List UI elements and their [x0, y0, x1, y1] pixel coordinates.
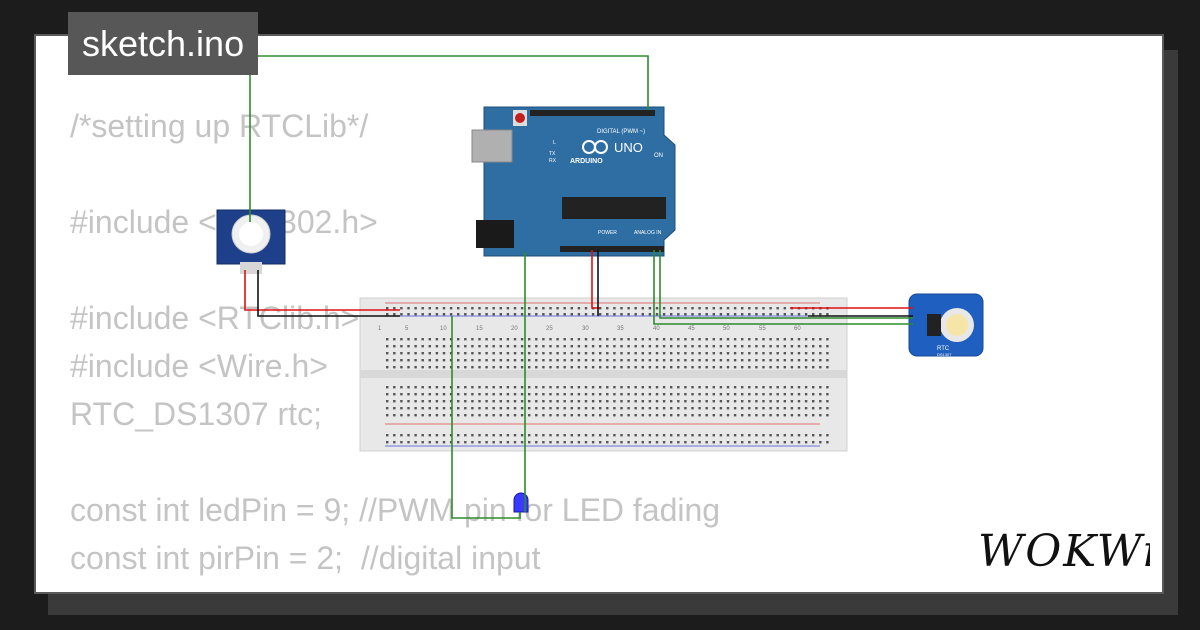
digital-label: DIGITAL (PWM ~): [597, 129, 645, 135]
bb-col-40: 40: [653, 326, 660, 332]
infinity-logo: [582, 140, 608, 154]
code-background: /*setting up RTCLib*/ #include <DS1302.h…: [70, 36, 1162, 592]
sketch-title: sketch.ino: [68, 12, 259, 75]
uno-label: UNO: [614, 140, 643, 155]
blue-led[interactable]: [513, 492, 529, 513]
l-label: L: [553, 140, 556, 146]
rx-label: RX: [549, 158, 557, 164]
power-label: POWER: [598, 230, 617, 236]
wire-sda: [653, 250, 913, 325]
wire-led-gnd: [451, 316, 521, 519]
pir-sensor[interactable]: [216, 209, 286, 274]
wire-pir-gnd: [257, 270, 400, 317]
breadboard-holes: [386, 307, 829, 444]
bb-col-55: 55: [759, 326, 766, 332]
usb-port: [471, 129, 513, 163]
bb-col-5: 5: [405, 326, 409, 332]
rtc-sublabel: DS1307: [937, 352, 952, 357]
wire-pir-vcc: [244, 270, 400, 311]
bb-col-35: 35: [617, 326, 624, 332]
code-line-1: /*setting up RTCLib*/: [70, 108, 369, 144]
analog-label: ANALOG IN: [634, 230, 662, 236]
wire-scl: [659, 250, 913, 319]
wokwi-logo: WOKWi: [978, 526, 1150, 577]
code-line-10: const int pirPin = 2; //digital input: [70, 540, 541, 576]
code-line-6: #include <Wire.h>: [70, 348, 328, 384]
bb-col-45: 45: [688, 326, 695, 332]
bb-col-15: 15: [476, 326, 483, 332]
power-jack: [476, 220, 514, 248]
code-line-5: #include <RTClib.h>: [70, 300, 360, 336]
rtc-module[interactable]: RTC DS1307: [908, 293, 984, 357]
wire-pir-signal: [249, 55, 649, 222]
code-line-7: RTC_DS1307 rtc;: [70, 396, 322, 432]
rtc-label: RTC: [937, 346, 950, 352]
bb-col-50: 50: [723, 326, 730, 332]
wokwi-wordmark: WOKWi: [978, 526, 1150, 577]
power-analog-header: [560, 246, 664, 252]
arduino-uno[interactable]: DIGITAL (PWM ~) ARDUINO UNO ON L TX RX P…: [471, 106, 676, 257]
bb-col-20: 20: [511, 326, 518, 332]
reset-button[interactable]: [515, 113, 525, 123]
bb-col-60: 60: [794, 326, 801, 332]
tx-label: TX: [549, 151, 556, 157]
on-label: ON: [654, 153, 663, 159]
wires: [244, 55, 913, 519]
breadboard: 1 5 10 15 20 25 30 35 40 45 50 55 60: [359, 297, 848, 452]
atmega-chip: [562, 197, 666, 219]
bb-col-30: 30: [582, 326, 589, 332]
digital-header: [530, 110, 655, 116]
arduino-brand-label: ARDUINO: [570, 158, 603, 165]
bb-col-1: 1: [378, 326, 382, 332]
bb-col-10: 10: [440, 326, 447, 332]
bb-col-25: 25: [546, 326, 553, 332]
